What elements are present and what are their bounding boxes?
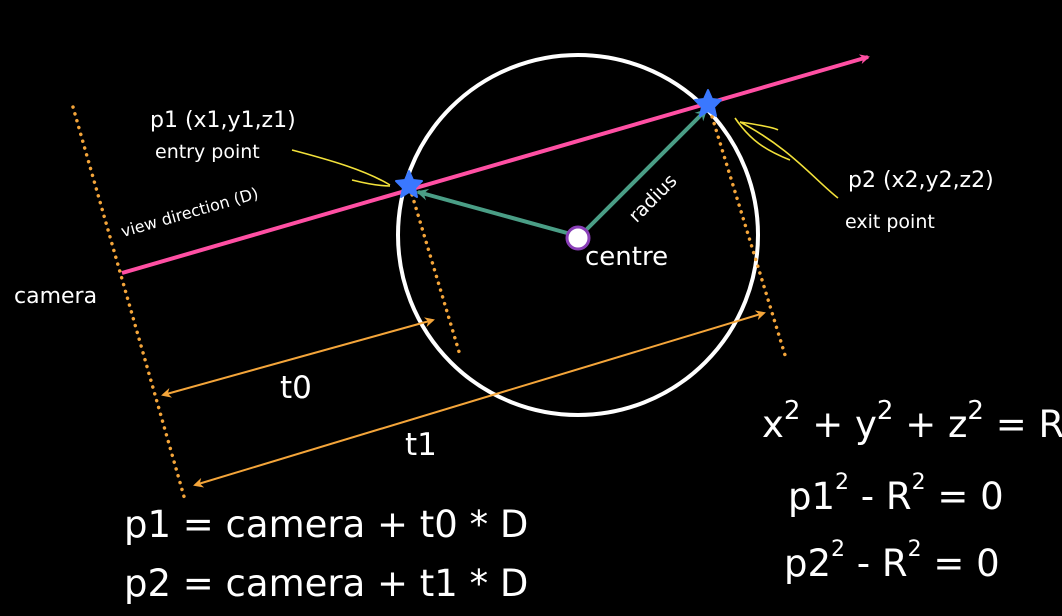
p1-equation: p1 = camera + t0 * D: [124, 503, 529, 546]
p2-squared-equation: p22 - R2 = 0: [784, 537, 1000, 585]
p1-squared-equation: p12 - R2 = 0: [788, 470, 1004, 518]
entry-point-star-icon: [395, 170, 423, 198]
exit-point-label: exit point: [845, 211, 935, 233]
sphere-equation: x2 + y2 + z2 = R2: [762, 396, 1062, 446]
camera-plane-dotted-line: [71, 105, 187, 502]
p1-coordinates-label: p1 (x1,y1,z1): [150, 108, 296, 133]
view-ray: [121, 54, 870, 275]
camera-label: camera: [14, 284, 98, 309]
exit-plane-dotted-line: [708, 108, 787, 357]
t0-label: t0: [280, 370, 312, 406]
entry-plane-dotted-line: [408, 186, 462, 357]
t1-label: t1: [405, 427, 437, 463]
p2-coordinates-label: p2 (x2,y2,z2): [848, 168, 994, 193]
centre-label: centre: [585, 242, 669, 272]
entry-leader-line: [291, 149, 391, 186]
entry-point-label: entry point: [155, 141, 260, 163]
t1-measure-arrow: [193, 310, 766, 488]
centre-marker: [565, 225, 591, 251]
exit-point-star-icon: [694, 89, 722, 117]
radius-arrow-exit: [578, 108, 708, 238]
entry-leader-arrow: [351, 179, 391, 187]
radius-arrow-entry: [416, 188, 579, 238]
p2-equation: p2 = camera + t1 * D: [124, 562, 529, 605]
exit-leader-line: [739, 121, 839, 199]
exit-leader-arrow: [734, 117, 791, 161]
